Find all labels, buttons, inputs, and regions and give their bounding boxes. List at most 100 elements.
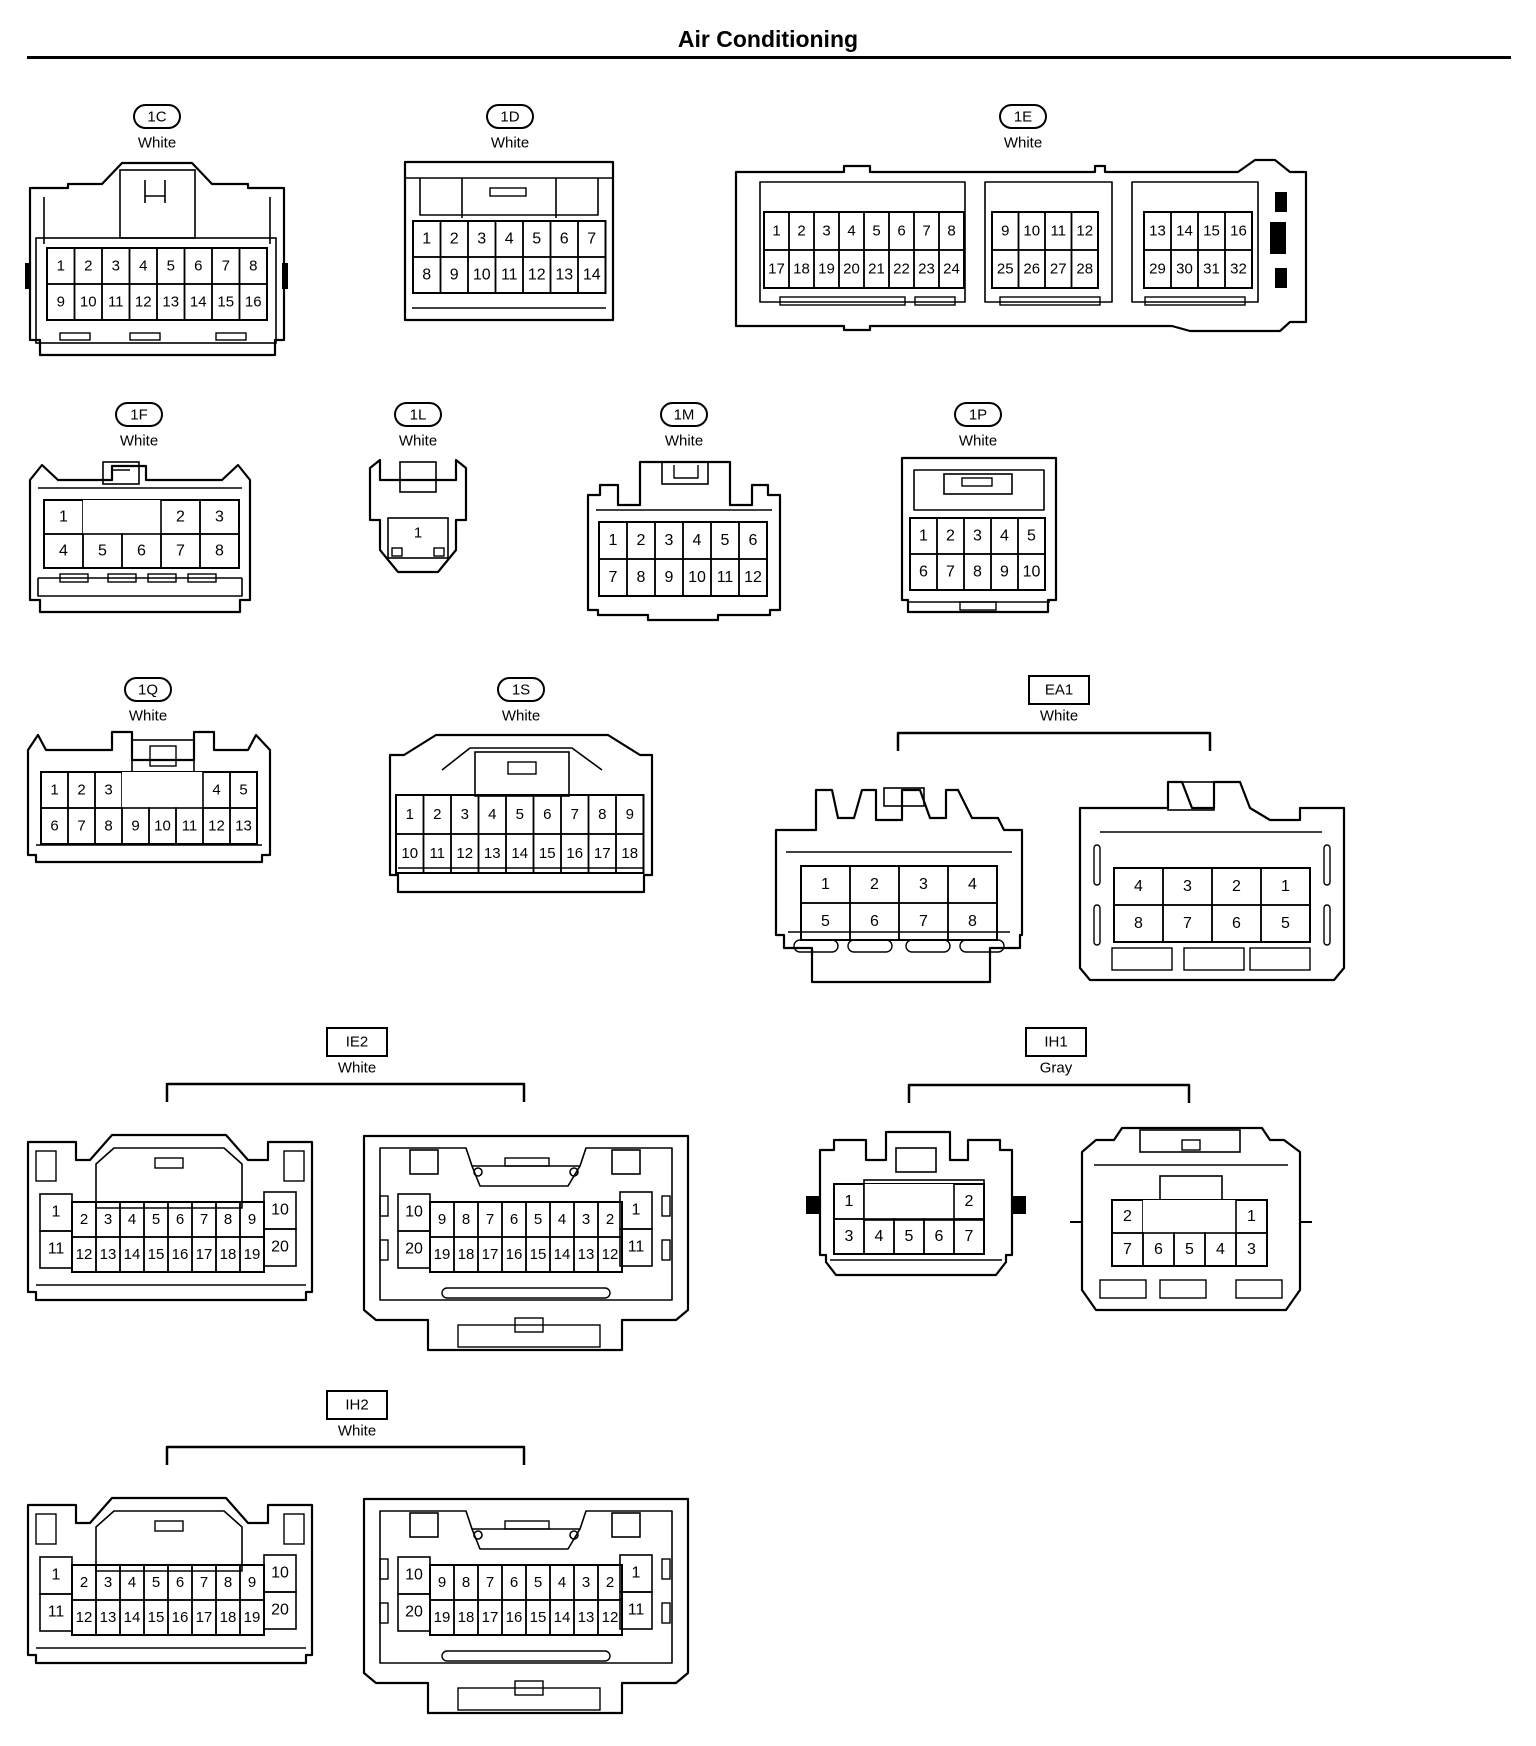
pin-number: 19 [818,261,835,278]
housing-outline [847,939,893,953]
pin-number: 7 [176,543,185,560]
connector-color: White [120,433,158,450]
connector-color: Gray [1040,1060,1073,1077]
housing-outline [379,1602,389,1624]
housing-outline [59,332,91,341]
housing-outline [619,1591,653,1630]
pin-cell [615,833,645,874]
housing-outline [362,1497,690,1715]
connector-code-badge [124,677,172,702]
pin-number: 3 [973,528,982,545]
housing-outline [471,1528,581,1550]
housing-outline [673,465,699,479]
pin-number: 6 [510,1211,518,1228]
pin-number: 18 [621,845,638,862]
pin-number: 8 [462,1211,470,1228]
pin-number: 7 [1123,1241,1132,1258]
pin-number: 12 [528,267,546,284]
pin-number: 14 [124,1609,141,1626]
blank-cavity [924,1184,954,1219]
pin-number: 12 [602,1246,619,1263]
pin-number: 6 [194,258,202,275]
housing-outline [107,573,137,583]
connector-code-badge [999,104,1047,129]
pin-number: 9 [248,1574,256,1591]
pin-number: 10 [405,1204,423,1221]
pin-number: 11 [108,294,124,311]
pin-cell [953,1218,985,1255]
housing-outline [1167,781,1215,811]
connector-code-badge [326,1027,388,1057]
pin-number: 13 [1149,223,1166,240]
pin-number: 13 [555,267,573,284]
pin-number: 8 [598,806,606,823]
pin-number: 3 [104,1574,112,1591]
pin-number: 6 [560,231,569,248]
housing-outline [457,1324,601,1348]
pin-number: 13 [100,1246,117,1263]
pin-number: 3 [582,1211,590,1228]
pin-number: 21 [868,261,885,278]
pin-number: 4 [1216,1241,1225,1258]
pin-number: 11 [182,818,198,835]
pin-number: 2 [176,509,185,526]
pin-number: 9 [438,1211,446,1228]
pin-number: 6 [935,1228,944,1245]
pin-number: 14 [190,294,207,311]
pin-number: 3 [112,258,120,275]
pin-number: 4 [505,231,514,248]
pin-number: 30 [1176,261,1193,278]
pin-number: 17 [482,1246,499,1263]
housing-outline [154,1157,184,1169]
connector-code-badge [954,402,1002,427]
pin-number: 20 [271,1239,289,1256]
housing-outline [388,733,654,894]
pin-number: 4 [128,1574,136,1591]
connector-color: White [338,1423,376,1440]
pin-number: 11 [1050,223,1066,240]
pin-number: 4 [139,258,147,275]
housing-outline [1099,1279,1147,1299]
pin-number: 2 [946,528,955,545]
pin-number: 5 [534,1574,542,1591]
pin-number: 10 [271,1565,289,1582]
pin-number: 16 [506,1246,523,1263]
pin-number: 19 [244,1246,261,1263]
pin-number: 9 [248,1211,256,1228]
connector-code: 1D [500,109,519,126]
pin-cell [1017,553,1046,591]
pin-number: 1 [414,525,422,542]
housing-outline [1144,296,1246,306]
housing-outline [793,939,839,953]
housing-outline [283,1513,305,1545]
connector-code-badge [115,402,163,427]
pin-number: 8 [1134,915,1143,932]
housing-outline [35,1150,57,1182]
pin-cell [1235,1232,1268,1267]
housing-latch [569,1530,579,1540]
housing-outline [914,296,956,306]
pin-number: 3 [919,876,928,893]
pairing-bracket [907,1083,1191,1103]
pin-cell [597,1236,623,1273]
housing-latch [473,1167,483,1177]
pin-number: 7 [486,1574,494,1591]
pin-cell [1070,249,1099,289]
pin-number: 15 [217,294,234,311]
housing-outline [35,1513,57,1545]
connector-color: White [138,135,176,152]
pin-number: 4 [128,1211,136,1228]
connector-code: EA1 [1045,682,1073,699]
housing-outline [661,1239,671,1261]
pin-number: 1 [1281,878,1290,895]
pin-number: 8 [249,258,257,275]
pin-number: 7 [587,231,596,248]
housing-outline [102,461,140,485]
pin-number: 9 [438,1574,446,1591]
housing-outline [215,332,247,341]
